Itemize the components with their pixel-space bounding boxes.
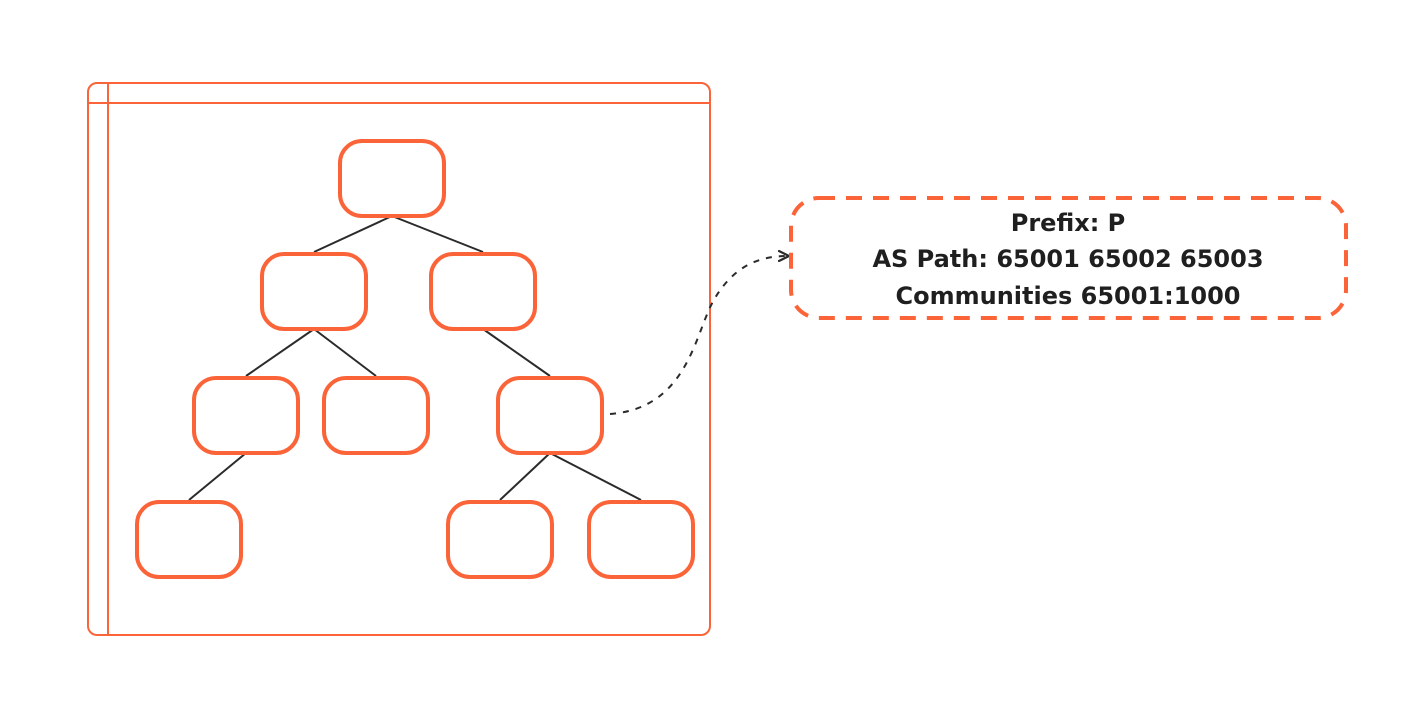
tree-node-l2c[interactable] [496,376,604,455]
edge-root-l1b [391,215,484,253]
edge-l1a-l2a [245,328,315,377]
edge-l2c-l3b [499,452,551,501]
container-frame [87,82,711,636]
tree-node-l2a[interactable] [192,376,300,455]
route-communities-text: Communities 65001:1000 [895,282,1240,310]
tree-node-l3b[interactable] [446,500,554,579]
edge-l1a-l2b [313,328,377,377]
route-entry-box [789,196,1348,320]
connector-arrow [609,256,788,415]
tree-nodes [135,139,695,579]
route-as-path-text: AS Path: 65001 65002 65003 [872,245,1263,273]
edge-l2c-l3c [549,452,642,501]
routing-table-container [87,82,711,636]
tree-node-l2b[interactable] [322,376,430,455]
edge-l2a-l3a [188,452,247,501]
tree-node-l3a[interactable] [135,500,243,579]
tree-node-l1a[interactable] [260,252,368,331]
tree-node-l3c[interactable] [587,500,695,579]
route-prefix-text: Prefix: P [1011,209,1126,237]
tree-node-root[interactable] [338,139,446,218]
edge-root-l1a [313,215,393,253]
route-entry-callout: Prefix: P AS Path: 65001 65002 65003 Com… [789,196,1348,320]
tree-edges [188,215,642,501]
tree-node-l1b[interactable] [429,252,537,331]
edge-l1b-l2c [482,328,551,377]
